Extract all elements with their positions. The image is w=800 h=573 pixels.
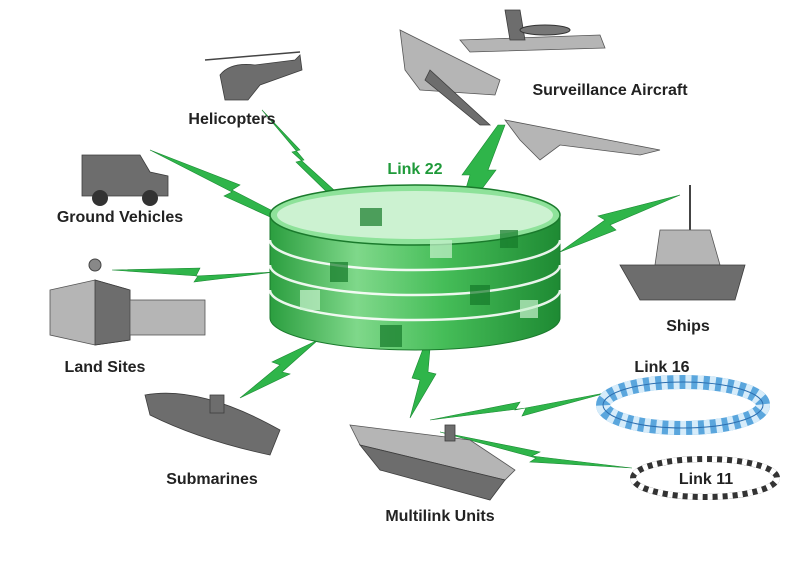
bolt-link16: [429, 391, 611, 421]
surveillance-aircraft-icon: [399, 9, 661, 161]
bolt-submarines: [239, 339, 319, 399]
link16-ring: [596, 375, 770, 435]
link22-label: Link 22: [387, 161, 442, 178]
ship-icon: [619, 185, 746, 301]
multilink-units-label: Multilink Units: [385, 508, 494, 525]
land-site-icon: [49, 258, 206, 346]
surveillance-aircraft-label: Surveillance Aircraft: [532, 82, 688, 99]
bolt-land: [111, 267, 276, 283]
submarine-icon: [144, 392, 281, 456]
ground-vehicle-icon: [81, 154, 169, 206]
land-sites-label: Land Sites: [65, 359, 146, 376]
link11-ring: [630, 456, 780, 500]
helicopter-icon: [204, 51, 303, 101]
link16-label: Link 16: [634, 359, 689, 376]
ground-vehicles-label: Ground Vehicles: [57, 209, 183, 226]
link22-cylinder: [268, 184, 562, 351]
link11-label: Link 11: [679, 471, 733, 488]
ships-label: Ships: [666, 318, 710, 335]
submarines-label: Submarines: [166, 471, 258, 488]
helicopters-label: Helicopters: [188, 111, 275, 128]
aircraft-carrier-icon: [349, 424, 516, 501]
bolt-link11: [439, 431, 633, 469]
